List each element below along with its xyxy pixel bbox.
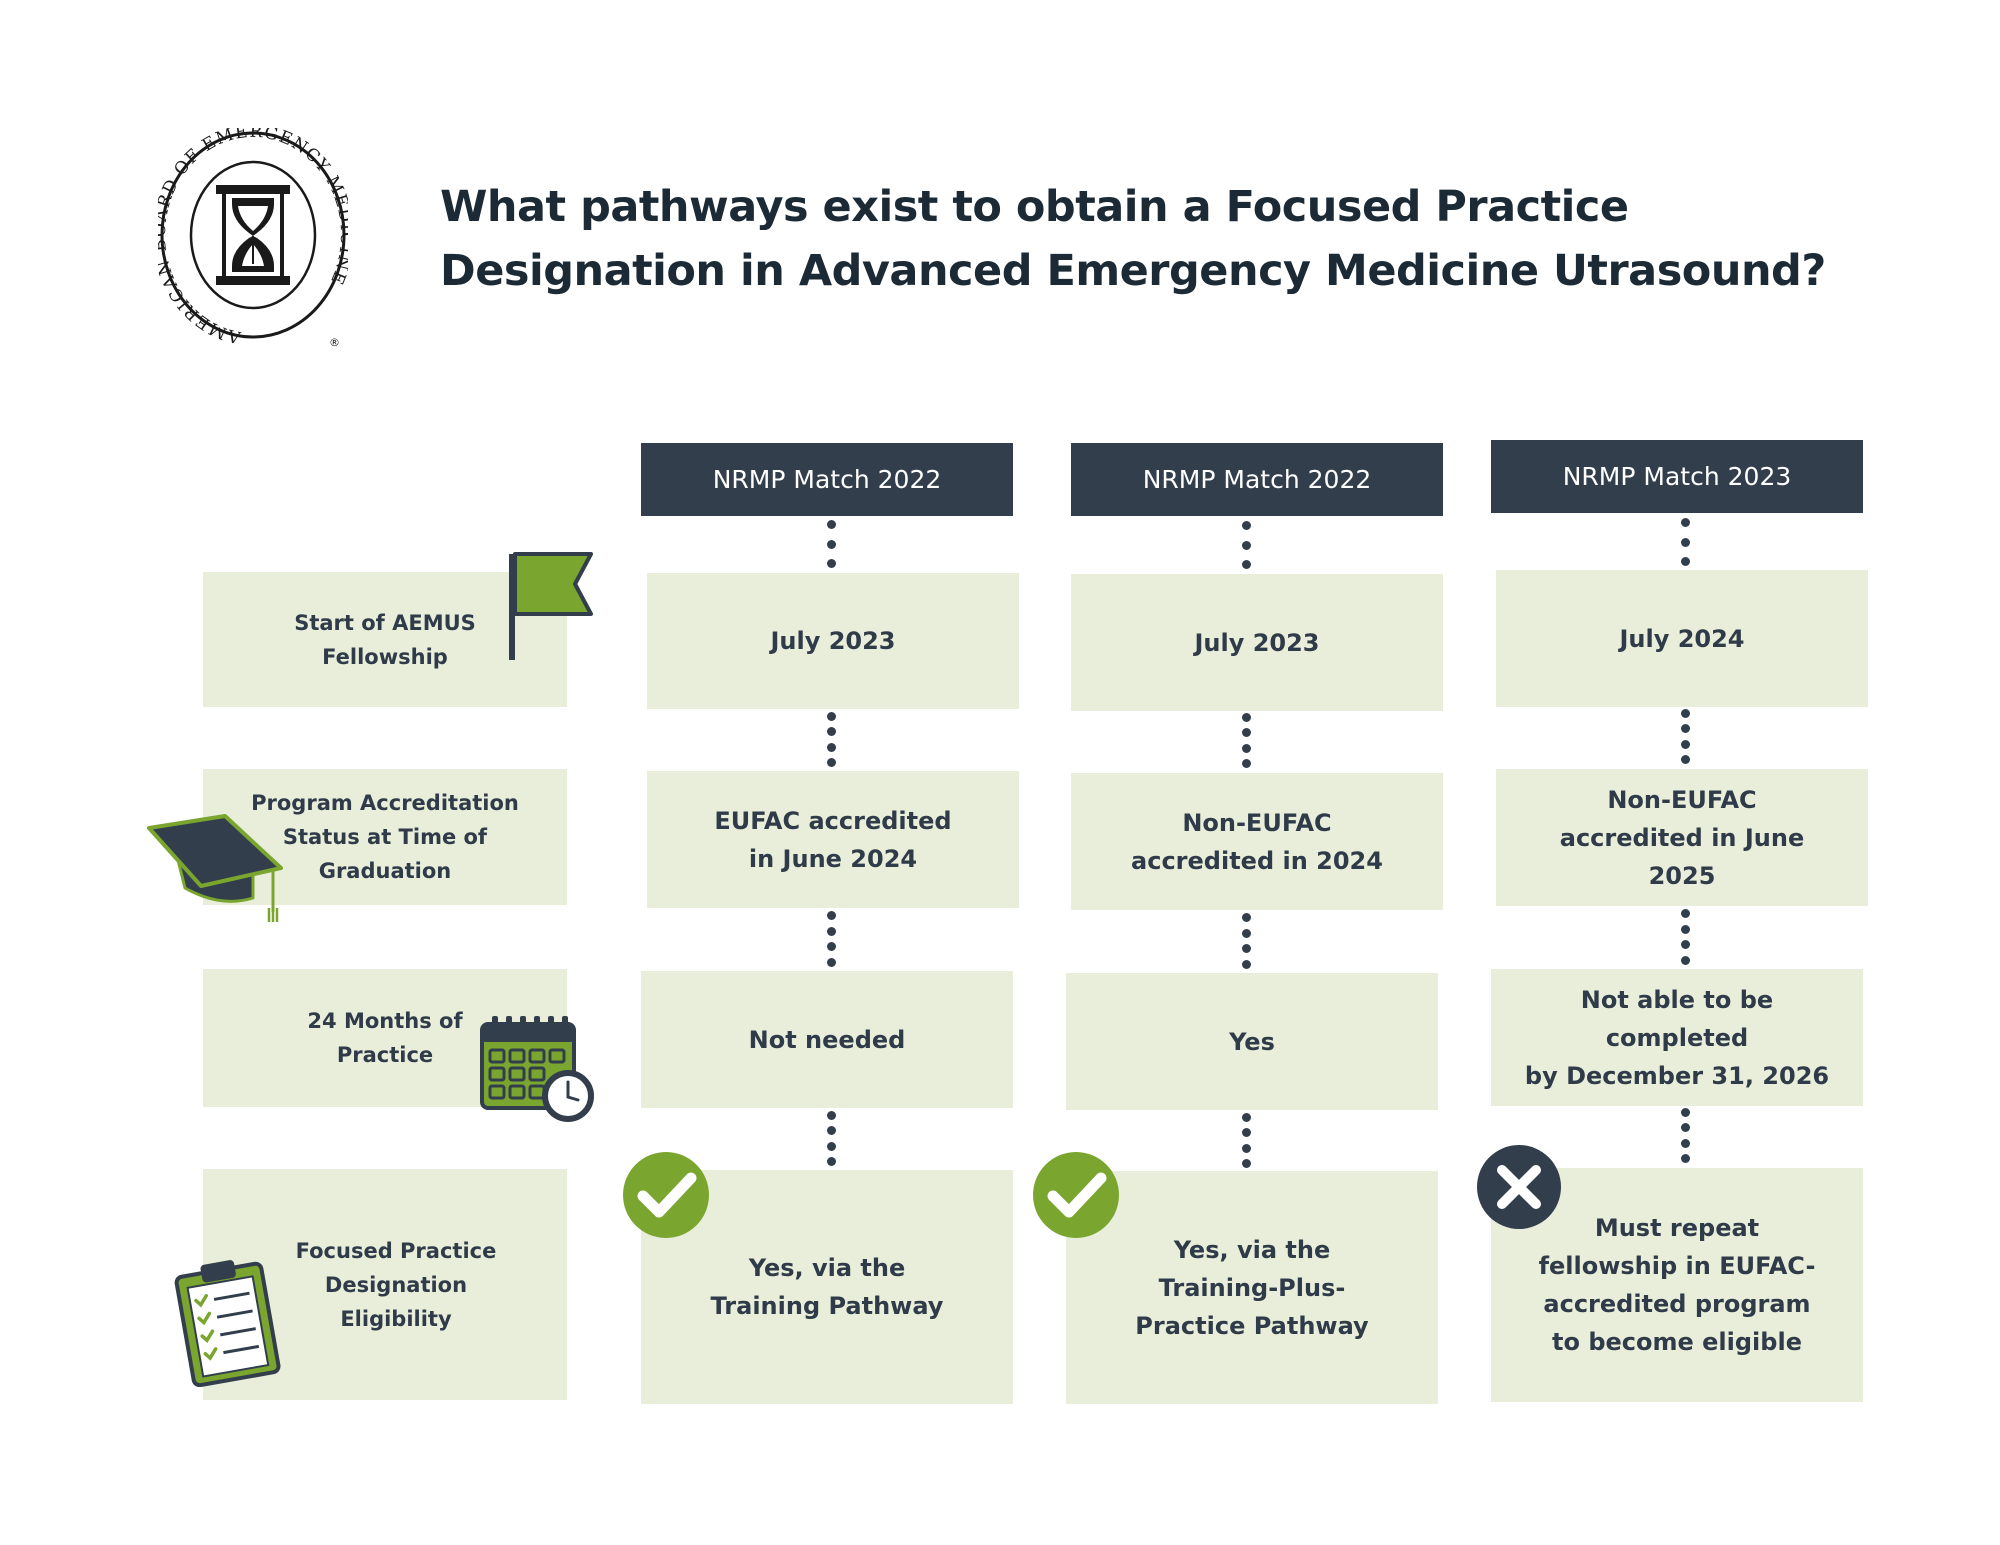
cell-start-col2: July 2023 xyxy=(1071,574,1443,711)
connector-dots xyxy=(1241,713,1251,768)
abem-logo: AMERICAN BOARD OF EMERGENCY MEDICINE ® xyxy=(158,128,348,348)
clipboard-checklist-icon xyxy=(174,1260,281,1387)
connector-dots xyxy=(1680,518,1690,566)
graduation-cap-icon xyxy=(147,814,283,922)
connector-dots xyxy=(1680,909,1690,965)
connector-dots xyxy=(826,1111,836,1166)
check-circle-icon xyxy=(1033,1152,1119,1238)
check-circle-icon xyxy=(623,1152,709,1238)
column-header-2: NRMP Match 2022 xyxy=(1071,443,1443,516)
page-title: What pathways exist to obtain a Focused … xyxy=(440,175,1826,303)
column-header-1: NRMP Match 2022 xyxy=(641,443,1013,516)
cell-start-col1: July 2023 xyxy=(647,573,1019,709)
calendar-clock-icon xyxy=(480,1016,594,1122)
connector-dots xyxy=(826,712,836,767)
column-header-3: NRMP Match 2023 xyxy=(1491,440,1863,513)
cell-practice-col1: Not needed xyxy=(641,971,1013,1108)
connector-dots xyxy=(1241,1113,1251,1168)
connector-dots xyxy=(1680,1108,1690,1163)
cell-start-col3: July 2024 xyxy=(1496,570,1868,707)
connector-dots xyxy=(1241,913,1251,969)
flag-icon xyxy=(509,552,593,660)
connector-dots xyxy=(826,911,836,967)
registered-mark: ® xyxy=(329,336,340,348)
connector-dots xyxy=(826,520,836,568)
connector-dots xyxy=(1241,521,1251,569)
x-circle-icon xyxy=(1477,1145,1561,1229)
title-line-2: Designation in Advanced Emergency Medici… xyxy=(440,246,1826,296)
title-line-1: What pathways exist to obtain a Focused … xyxy=(440,182,1629,232)
cell-practice-col2: Yes xyxy=(1066,973,1438,1110)
connector-dots xyxy=(1680,709,1690,764)
